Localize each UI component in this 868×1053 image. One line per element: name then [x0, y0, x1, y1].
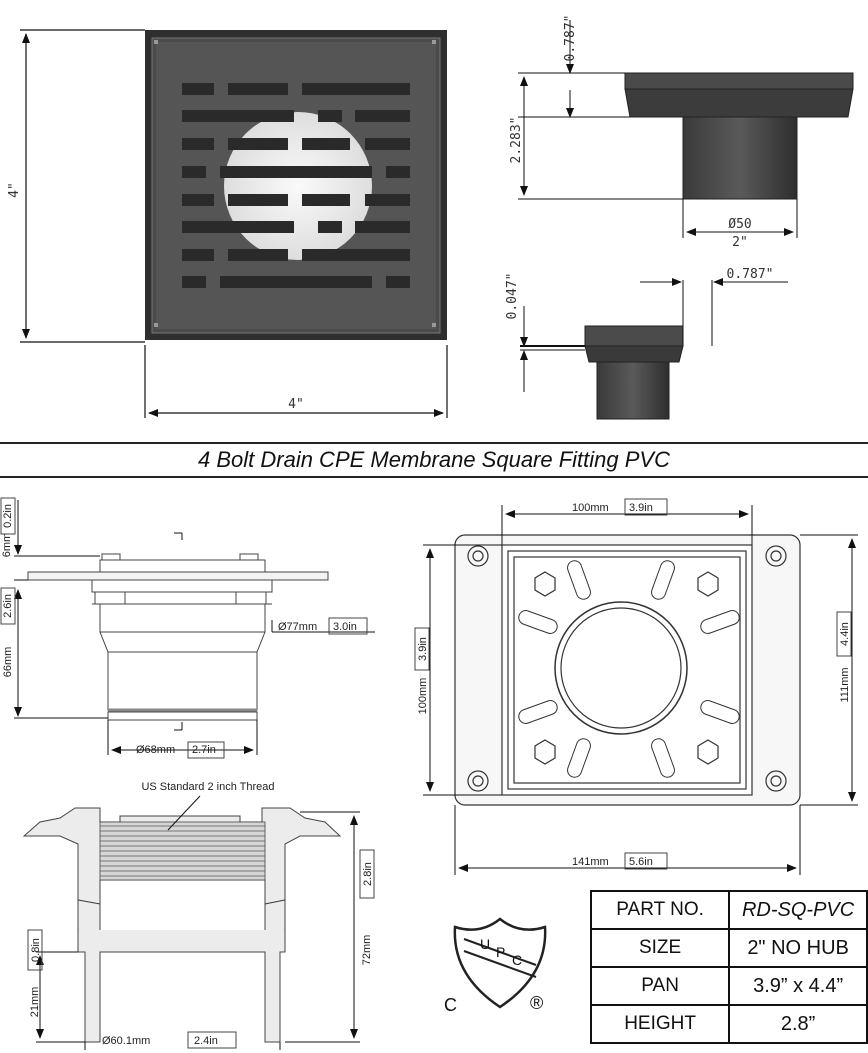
upc-letter-p: P [496, 944, 505, 960]
spec-key: HEIGHT [589, 1004, 731, 1044]
h72-mm: 72mm [361, 935, 373, 966]
spec-value: 2" NO HUB [728, 928, 868, 968]
flange-thickness-label: 0.787" [563, 15, 578, 62]
thread-hatching [99, 821, 266, 881]
plan-h111-group: 111mm 4.4in [836, 611, 852, 703]
thread-label: US Standard 2 inch Thread [141, 781, 274, 793]
h-top-group: 6mm 0.2in [0, 497, 16, 557]
h21-in: 0.8in [30, 938, 42, 962]
outlet-dia-in-label: 2" [732, 235, 748, 250]
svg-text:6mm: 6mm [1, 533, 13, 557]
small-offset-label: 0.787" [727, 267, 774, 282]
plan-w100-mm: 100mm [572, 502, 609, 514]
drain-small-side-view [584, 325, 684, 420]
small-thickness-label: 0.047" [505, 273, 520, 320]
h-body-mm: 66mm [2, 647, 14, 678]
h-body-in: 2.6in [2, 594, 14, 618]
h72-group: 72mm 2.8in [359, 849, 375, 966]
plan-w100-in: 3.9in [629, 502, 653, 514]
plan-h100-in: 3.9in [417, 637, 429, 661]
h21-group: 21mm 0.8in [27, 929, 43, 1018]
dia60-in: 2.4in [194, 1035, 218, 1047]
cert-c-mark: C [444, 995, 457, 1015]
fitting-plan-view [454, 534, 801, 806]
dia68-mm: Ø68mm [136, 744, 175, 756]
spec-key: SIZE [589, 928, 731, 968]
spec-key: PART NO. [589, 890, 731, 930]
h21-mm: 21mm [29, 987, 41, 1018]
plan-h111-in: 4.4in [839, 622, 851, 646]
upc-letter-c: C [512, 952, 522, 968]
spec-value: RD-SQ-PVC [728, 890, 868, 930]
grate-height-label: 4" [7, 182, 22, 198]
h-top-mm: 6mm [1, 533, 13, 557]
drain-opening [224, 112, 372, 260]
dia77-mm: Ø77mm [278, 621, 317, 633]
spec-row: PART NO.RD-SQ-PVC [589, 890, 868, 930]
dia77-in: 3.0in [333, 621, 357, 633]
h72-in: 2.8in [362, 862, 374, 886]
grate-width-label: 4" [288, 397, 304, 412]
upc-letter-u: U [480, 936, 490, 952]
spec-value: 2.8” [728, 1004, 868, 1044]
side-height-label: 2.283" [509, 117, 524, 164]
grate-top-view [145, 30, 447, 340]
drawing-title: 4 Bolt Drain CPE Membrane Square Fitting… [0, 442, 868, 478]
plan-w141-mm: 141mm [572, 856, 609, 868]
h-body-group: 66mm 2.6in [0, 587, 16, 678]
plan-w141-in: 5.6in [629, 856, 653, 868]
dia68-in: 2.7in [192, 744, 216, 756]
spec-value: 3.9” x 4.4” [728, 966, 868, 1006]
plan-h100-group: 100mm 3.9in [414, 627, 430, 715]
upc-certification-logo: U P C C ® [444, 917, 547, 1015]
outlet-dia-mm-label: Ø50 [728, 217, 751, 232]
h-top-in: 0.2in [2, 504, 14, 528]
plan-h111-mm: 111mm [839, 667, 851, 702]
registered-mark: ® [530, 993, 543, 1013]
dia60-mm: Ø60.1mm [102, 1035, 150, 1047]
drain-side-view [624, 72, 854, 200]
plan-h100-mm: 100mm [417, 678, 429, 715]
spec-key: PAN [589, 966, 731, 1006]
fitting-elevation [27, 553, 329, 721]
